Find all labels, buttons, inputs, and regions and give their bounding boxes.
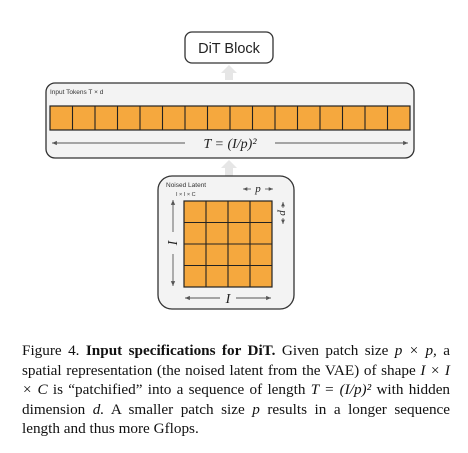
figure-caption: Figure 4. Input specifications for DiT. …	[22, 341, 450, 439]
input-tokens-label: Input Tokens T × d	[50, 89, 104, 96]
patch-size-label-top: p	[254, 183, 261, 195]
dit-block-label: DiT Block	[198, 41, 261, 57]
caption-math: d.	[92, 400, 105, 418]
latent-width-label: I	[225, 292, 232, 307]
caption-text: is “patchified” into a sequence of lengt…	[52, 381, 306, 398]
caption-text: with hidden dimension	[22, 381, 451, 418]
caption-text: Given patch size	[281, 342, 389, 359]
latent-patch-grid	[184, 201, 272, 287]
caption-text: results in a longer sequence length and …	[22, 400, 451, 438]
dit-block: DiT Block	[184, 31, 274, 64]
caption-math: T = (I/p)²	[310, 381, 372, 398]
caption-math: I × I × C	[22, 361, 450, 399]
dit-input-diagram: DiT Block Input Tokens T × d T = (I/p)² …	[45, 31, 415, 310]
latent-height-label: I	[166, 239, 181, 246]
caption-text: a spatial representation (the noised lat…	[22, 342, 451, 379]
sequence-length-label: T = (I/p)²	[203, 137, 257, 152]
caption-math: p × p,	[394, 342, 437, 359]
up-arrow-icon	[221, 160, 237, 176]
up-arrow-icon	[221, 65, 237, 80]
noised-latent-title: Noised Latent	[166, 182, 206, 189]
figure-label: Figure 4.	[22, 342, 80, 359]
noised-latent-shape: I × I × C	[176, 192, 196, 198]
input-tokens-panel: Input Tokens T × d T = (I/p)²	[45, 82, 415, 159]
patch-size-label-side: p	[277, 209, 289, 216]
caption-text: A smaller patch size	[110, 400, 245, 418]
caption-math: p	[252, 400, 260, 418]
token-sequence	[71, 106, 389, 130]
noised-latent-panel: Noised Latent I × I × C p p I I	[157, 175, 295, 310]
caption-title: Input specifications for DiT.	[85, 342, 276, 359]
